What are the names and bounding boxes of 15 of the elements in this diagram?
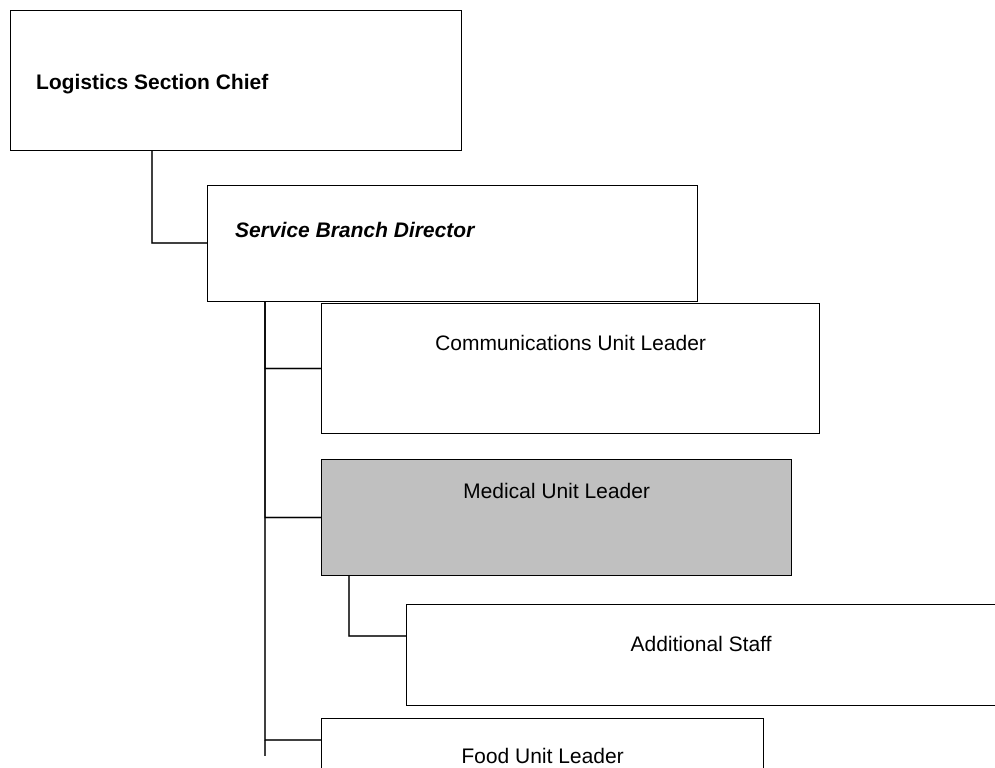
- role-title: Communications Unit Leader: [435, 332, 706, 356]
- connector-line: [348, 576, 406, 637]
- role-title: Additional Staff: [630, 633, 772, 657]
- role-title: Service Branch Director: [235, 219, 474, 243]
- org-box: [406, 604, 995, 706]
- connector-line: [264, 302, 321, 741]
- org-box: [10, 10, 462, 151]
- org-box: [321, 459, 792, 576]
- role-title: Logistics Section Chief: [36, 71, 268, 95]
- org-box: [321, 303, 820, 434]
- org-box: [207, 185, 698, 302]
- connector-line: [151, 151, 207, 244]
- org-box: [321, 718, 764, 768]
- role-title: Food Unit Leader: [461, 745, 624, 768]
- role-title: Medical Unit Leader: [463, 480, 650, 504]
